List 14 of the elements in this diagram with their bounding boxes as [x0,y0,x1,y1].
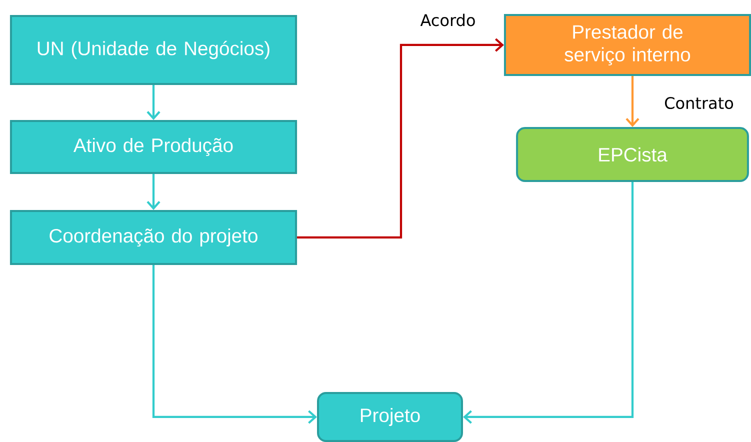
edge-label: Acordo [418,12,478,28]
process-box: UN (Unidade de Negócios) [10,15,298,85]
arrow [146,85,160,120]
process-box: EPCista [516,126,749,182]
arrow [463,182,634,424]
arrow [297,38,504,239]
arrow [146,174,160,210]
process-box: Prestador de serviço interno [504,14,751,76]
process-box: Projeto [317,392,463,442]
arrow [626,76,640,127]
arrow [152,265,317,424]
process-box: Coordenação do projeto [10,210,298,266]
process-box: Ativo de Produção [10,120,298,174]
edge-label: Contrato [662,96,736,110]
